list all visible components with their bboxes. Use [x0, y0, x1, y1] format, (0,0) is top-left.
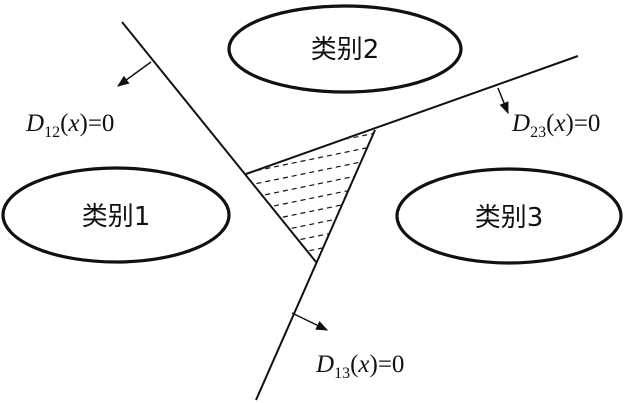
d12-var: x [67, 110, 79, 137]
d23-subscript: 23 [530, 124, 546, 141]
d12-letter: D [25, 110, 44, 137]
arrow-d12 [117, 61, 152, 87]
d23-close: )=0 [566, 110, 601, 137]
boundary-label-d23: D23(x)=0 [511, 110, 600, 141]
class-3-label: 类别3 [475, 203, 544, 233]
class-3-region [395, 167, 623, 265]
boundary-line-d13 [255, 129, 376, 401]
d23-open: ( [546, 110, 554, 137]
arrow-d13 [291, 312, 329, 331]
class-1-label: 类别1 [82, 202, 151, 232]
d13-var: x [357, 351, 369, 378]
d23-letter: D [511, 110, 530, 137]
class-2-region [227, 4, 463, 94]
d12-subscript: 12 [44, 124, 60, 141]
d13-open: ( [350, 351, 358, 378]
boundary-label-d12: D12(x)=0 [25, 110, 114, 141]
d13-letter: D [315, 351, 334, 378]
arrow-d23 [497, 87, 509, 115]
boundary-label-d13: D13(x)=0 [315, 351, 404, 382]
d13-close: )=0 [370, 351, 405, 378]
d13-subscript: 13 [334, 365, 350, 382]
d12-close: )=0 [80, 110, 115, 137]
d23-var: x [553, 110, 565, 137]
boundary-line-d12 [121, 21, 317, 263]
class-1-region [1, 166, 231, 264]
class-2-label: 类别2 [311, 35, 380, 65]
d12-open: ( [60, 110, 68, 137]
boundary-line-d23 [245, 55, 579, 175]
